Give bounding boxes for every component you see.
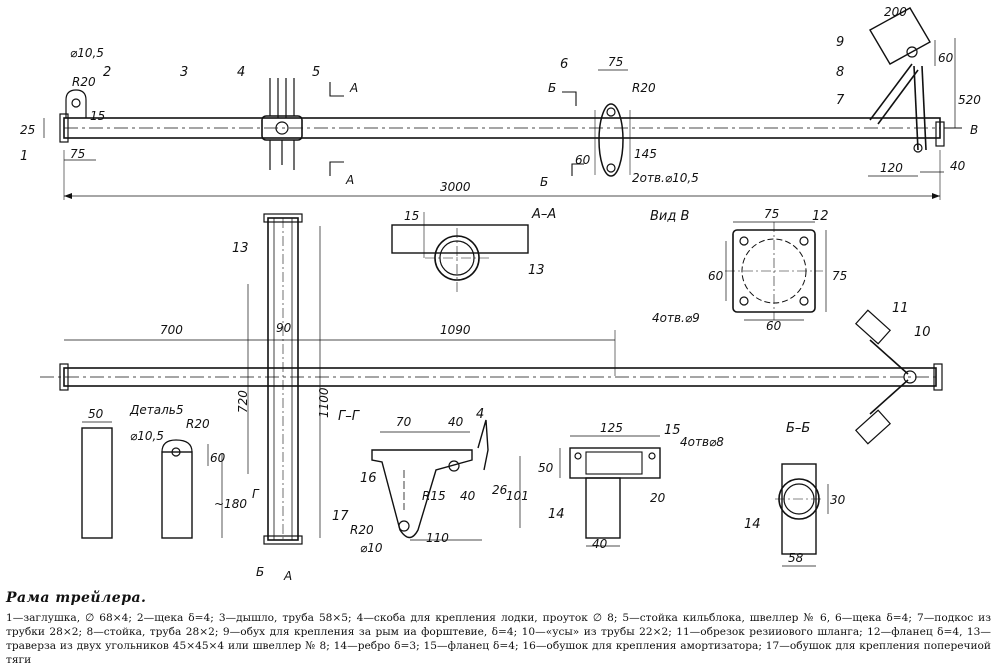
label-r20: R20 xyxy=(72,75,96,89)
section-mark-a3: A xyxy=(283,569,292,583)
view-v-flange xyxy=(725,221,827,321)
part-14b: 14 xyxy=(744,517,761,532)
section-gg xyxy=(371,419,521,541)
dim-30: 30 xyxy=(830,493,846,507)
part-14a: 14 xyxy=(548,507,565,522)
section-mark-b2: Б xyxy=(540,175,548,189)
part-6: 6 xyxy=(560,57,568,72)
dim-75a: 75 xyxy=(70,147,85,161)
dim-1090: 1090 xyxy=(440,323,471,337)
part-12: 12 xyxy=(812,209,829,224)
dim-25: 25 xyxy=(20,123,35,137)
dim-50a: 50 xyxy=(88,407,104,421)
dim-720: 720 xyxy=(236,390,250,413)
flange-15-rib-14 xyxy=(559,435,661,547)
part-16: 16 xyxy=(360,471,377,486)
title-section-aa: A–A xyxy=(531,207,556,222)
dim-20: 20 xyxy=(650,491,666,505)
dim-75d: 75 xyxy=(832,269,847,283)
section-mark-b3: Б xyxy=(256,565,264,579)
dim-101: 101 xyxy=(506,489,529,503)
label-detail-5: Деталь5 xyxy=(129,403,183,417)
part-13a: 13 xyxy=(528,263,545,278)
dim-60b: 60 xyxy=(938,51,954,65)
label-d10-5: ⌀10,5 xyxy=(70,46,104,60)
label-holes-a: 2отв.⌀10,5 xyxy=(632,171,699,185)
dim-40d: 40 xyxy=(592,537,608,551)
dim-200: 200 xyxy=(884,5,907,19)
part-11: 11 xyxy=(892,301,909,316)
dim-15b: 15 xyxy=(404,209,419,223)
label-d10-5b: ⌀10,5 xyxy=(130,429,164,443)
dim-125: 125 xyxy=(600,421,623,435)
label-r20-c: R20 xyxy=(186,417,210,431)
section-mark-a: A xyxy=(349,81,358,95)
dim-40a: 40 xyxy=(950,159,966,173)
part-1: 1 xyxy=(20,149,28,164)
section-mark-a2: A xyxy=(345,173,354,187)
title-section-gg: Г–Г xyxy=(338,409,361,424)
dim-60c: 60 xyxy=(708,269,724,283)
dim-1100: 1100 xyxy=(317,387,331,418)
figure-title: Рама трейлера. xyxy=(6,590,147,606)
view-mark-v: В xyxy=(970,123,978,137)
section-aa xyxy=(391,212,529,292)
dim-58: 58 xyxy=(788,551,804,565)
figure-legend: 1—заглушка, ∅ 68×4; 2—щека δ=4; 3—дышло,… xyxy=(6,612,991,666)
dim-145: 145 xyxy=(634,147,657,161)
dim-60d: 60 xyxy=(766,319,782,333)
dim-700: 700 xyxy=(160,323,183,337)
dim-520: 520 xyxy=(958,93,981,107)
title-section-bb: Б–Б xyxy=(786,421,810,436)
dim-3000: 3000 xyxy=(440,180,471,194)
dim-40c: 40 xyxy=(460,489,476,503)
dim-90: 90 xyxy=(276,321,292,335)
dim-40b: 40 xyxy=(448,415,464,429)
dim-26: 26 xyxy=(492,483,508,497)
part-15: 15 xyxy=(664,423,681,438)
dim-60e: 60 xyxy=(210,451,226,465)
part-8: 8 xyxy=(836,65,844,80)
dim-50b: 50 xyxy=(538,461,554,475)
section-bb xyxy=(775,463,829,567)
section-mark-b: Б xyxy=(548,81,556,95)
frame-plan-view xyxy=(40,213,943,545)
drawing-labels: ⌀10,5 R20 2 3 4 5 1 25 15 75 3000 6 75 R… xyxy=(20,5,981,583)
part-4: 4 xyxy=(237,65,245,80)
label-r20-b: R20 xyxy=(632,81,656,95)
part-10: 10 xyxy=(914,325,931,340)
figure-caption: Рама трейлера. 1—заглушка, ∅ 68×4; 2—щек… xyxy=(6,590,991,667)
part-9: 9 xyxy=(836,35,844,50)
label-d10: ⌀10 xyxy=(360,541,383,555)
dim-110: 110 xyxy=(426,531,449,545)
dim-75b: 75 xyxy=(608,55,623,69)
label-r15: R15 xyxy=(422,489,446,503)
label-holes-b: 4отв.⌀9 xyxy=(652,311,700,325)
part-5: 5 xyxy=(312,65,320,80)
label-holes-c: 4отв⌀8 xyxy=(680,435,724,449)
dim-60a: 60 xyxy=(575,153,591,167)
dim-180: ~180 xyxy=(214,497,247,511)
part-4b: 4 xyxy=(476,407,484,422)
part-3: 3 xyxy=(180,65,188,80)
dim-75c: 75 xyxy=(764,207,779,221)
part-7: 7 xyxy=(836,93,845,108)
dim-15a: 15 xyxy=(90,109,105,123)
part-13b: 13 xyxy=(232,241,249,256)
detail-5 xyxy=(81,421,223,539)
title-view-v: Вид В xyxy=(650,209,689,224)
dim-120: 120 xyxy=(880,161,903,175)
part-17: 17 xyxy=(332,509,349,524)
part-2: 2 xyxy=(103,65,111,80)
section-mark-g: Г xyxy=(252,487,260,501)
dim-70: 70 xyxy=(396,415,412,429)
label-r20-d: R20 xyxy=(350,523,374,537)
drawbar-side-view xyxy=(43,7,962,200)
